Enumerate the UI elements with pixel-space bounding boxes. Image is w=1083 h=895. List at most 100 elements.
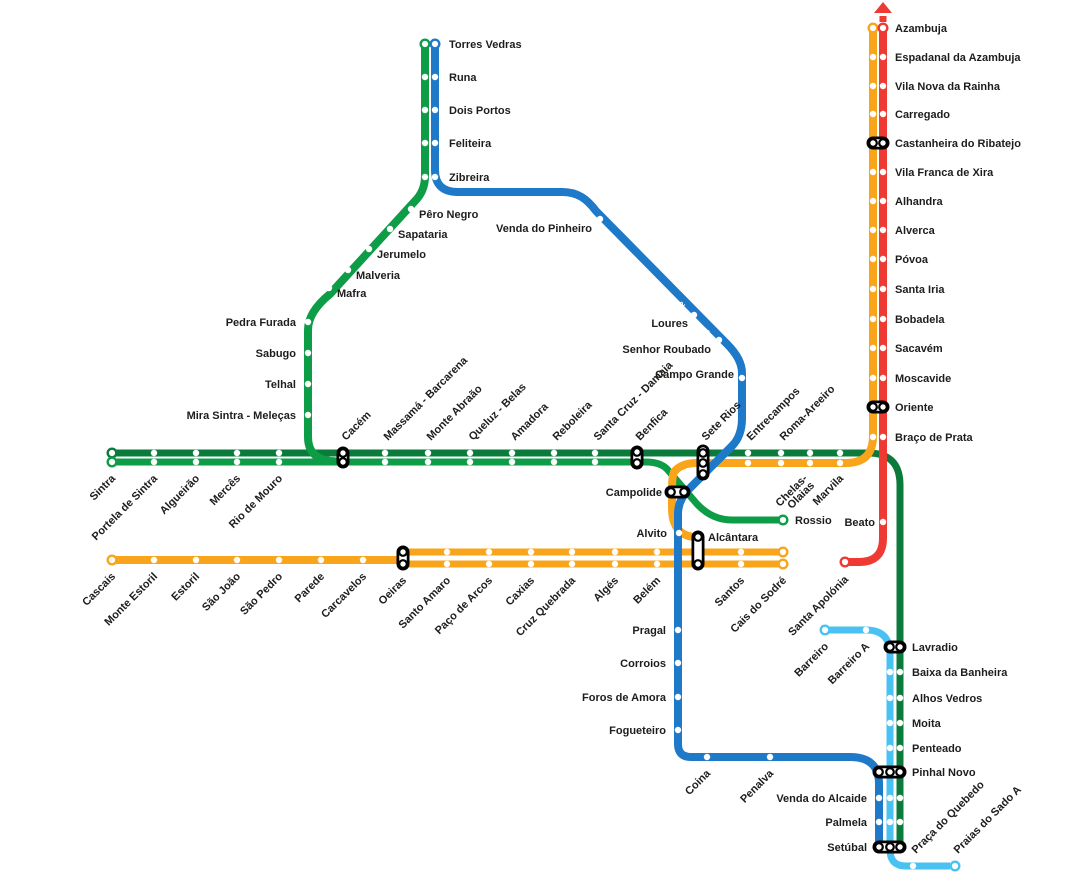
station-dot-icon xyxy=(886,744,894,752)
station-dot-icon xyxy=(421,73,429,81)
terminus-dot-icon xyxy=(777,514,789,526)
station-dot-icon xyxy=(421,173,429,181)
station-dot-icon xyxy=(836,459,844,467)
station-vila-franca-de-xira[interactable]: Vila Franca de Xira xyxy=(869,167,994,179)
station-palmela[interactable]: Palmela xyxy=(825,817,904,829)
station-campolide[interactable]: Campolide xyxy=(606,485,691,499)
station-dot-icon xyxy=(275,556,283,564)
station-moscavide[interactable]: Moscavide xyxy=(869,373,951,385)
station-dot-icon xyxy=(192,449,200,457)
station-venda-do-pinheiro[interactable]: Venda do Pinheiro xyxy=(496,215,604,235)
terminus-dot-icon xyxy=(777,558,789,570)
station-sabugo[interactable]: Sabugo xyxy=(256,348,312,360)
station-dot-icon xyxy=(568,560,576,568)
station-lavradio[interactable]: Lavradio xyxy=(883,640,958,654)
station-alhos-vedros[interactable]: Alhos Vedros xyxy=(886,693,982,705)
station-alhandra[interactable]: Alhandra xyxy=(869,196,944,208)
station-dot-icon xyxy=(715,336,723,344)
station-dot-icon xyxy=(508,458,516,466)
station-rossio[interactable]: Rossio xyxy=(777,514,832,527)
station-vila-nova-da-rainha[interactable]: Vila Nova da Rainha xyxy=(869,81,1001,93)
station-sapataria[interactable]: Sapataria xyxy=(386,225,449,241)
station-dot-icon xyxy=(869,315,877,323)
station-dot-icon xyxy=(527,560,535,568)
station-venda-do-alcaide[interactable]: Venda do Alcaide xyxy=(776,793,904,805)
station-label: Alhos Vedros xyxy=(912,693,982,705)
station-pero-negro[interactable]: Pêro Negro xyxy=(407,205,479,221)
station-campo-grande[interactable]: Campo Grande xyxy=(655,369,746,382)
station-label: Campolide xyxy=(606,487,662,499)
station-mira-sintra-melecas[interactable]: Mira Sintra - Meleças xyxy=(187,410,312,422)
station-dot-icon xyxy=(806,459,814,467)
station-jerumelo[interactable]: Jerumelo xyxy=(365,245,426,261)
station-alvito[interactable]: Alvito xyxy=(636,528,683,540)
station-penteado[interactable]: Penteado xyxy=(886,743,962,755)
interchange-node-icon xyxy=(666,487,676,497)
station-setubal[interactable]: Setúbal xyxy=(827,840,907,854)
station-dois-portos[interactable]: Dois Portos xyxy=(421,105,511,117)
station-moita[interactable]: Moita xyxy=(886,718,942,730)
station-mafra[interactable]: Mafra xyxy=(325,284,367,300)
station-sacavem[interactable]: Sacavém xyxy=(869,343,943,355)
station-dot-icon xyxy=(879,374,887,382)
station-foros-de-amora[interactable]: Foros de Amora xyxy=(582,692,682,704)
station-bobadela[interactable]: Bobadela xyxy=(869,314,946,326)
station-fogueteiro[interactable]: Fogueteiro xyxy=(609,725,682,737)
station-dot-icon xyxy=(233,449,241,457)
station-dot-icon xyxy=(431,106,439,114)
station-label: Venda do Pinheiro xyxy=(496,223,592,235)
line-azambuja-alcantara xyxy=(668,26,877,541)
interchange-node-icon xyxy=(878,138,888,148)
station-dot-icon xyxy=(806,449,814,457)
terminus-dot-icon xyxy=(819,624,831,636)
station-telhal[interactable]: Telhal xyxy=(265,379,312,391)
arrow-dash xyxy=(879,16,887,22)
terminus-dot-icon xyxy=(949,860,961,872)
station-oriente[interactable]: Oriente xyxy=(866,400,934,414)
station-povoa[interactable]: Póvoa xyxy=(869,254,929,266)
station-loures[interactable]: Loures xyxy=(651,311,698,330)
station-santa-iria[interactable]: Santa Iria xyxy=(869,284,946,296)
interchange-node-icon xyxy=(874,767,884,777)
station-runa[interactable]: Runa xyxy=(421,72,478,84)
station-label: Senhor Roubado xyxy=(622,344,711,356)
station-dot-icon xyxy=(596,215,604,223)
station-espadanal-da-azambuja[interactable]: Espadanal da Azambuja xyxy=(869,52,1022,64)
station-azambuja[interactable]: Azambuja xyxy=(867,22,948,35)
interchange-node-icon xyxy=(632,458,642,468)
interchange-node-icon xyxy=(895,842,905,852)
station-carregado[interactable]: Carregado xyxy=(869,109,950,121)
station-pedra-furada[interactable]: Pedra Furada xyxy=(226,317,312,329)
station-pinhal-novo[interactable]: Pinhal Novo xyxy=(872,765,976,779)
station-corroios[interactable]: Corroios xyxy=(620,658,682,670)
station-malveria[interactable]: Malveria xyxy=(344,266,401,282)
station-dot-icon xyxy=(879,197,887,205)
station-label: Penteado xyxy=(912,743,962,755)
station-dot-icon xyxy=(879,168,887,176)
station-dot-icon xyxy=(896,744,904,752)
station-dot-icon xyxy=(508,449,516,457)
station-dot-icon xyxy=(591,449,599,457)
station-label: Campo Grande xyxy=(655,369,734,381)
station-dot-icon xyxy=(879,110,887,118)
station-feliteira[interactable]: Feliteira xyxy=(421,138,492,150)
station-dot-icon xyxy=(304,349,312,357)
station-alverca[interactable]: Alverca xyxy=(869,225,936,237)
station-dot-icon xyxy=(275,458,283,466)
station-braco-de-prata[interactable]: Braço de Prata xyxy=(869,432,974,444)
terminus-dot-icon xyxy=(106,447,118,459)
station-baixa-da-banheira[interactable]: Baixa da Banheira xyxy=(886,667,1008,679)
station-dot-icon xyxy=(568,548,576,556)
station-label: Palmela xyxy=(825,817,867,829)
station-senhor-roubado[interactable]: Senhor Roubado xyxy=(622,336,723,356)
station-pragal[interactable]: Pragal xyxy=(632,625,682,637)
station-dot-icon xyxy=(886,818,894,826)
station-torres-vedras[interactable]: Torres Vedras xyxy=(419,38,522,51)
station-castanheira-do-ribatejo[interactable]: Castanheira do Ribatejo xyxy=(866,136,1021,150)
station-beato[interactable]: Beato xyxy=(844,517,887,529)
station-alcantara[interactable]: Alcântara xyxy=(691,530,759,571)
station-zibreira[interactable]: Zibreira xyxy=(421,172,490,184)
station-dot-icon xyxy=(896,719,904,727)
station-label: Bobadela xyxy=(895,314,945,326)
terminus-dot-icon xyxy=(106,554,118,566)
